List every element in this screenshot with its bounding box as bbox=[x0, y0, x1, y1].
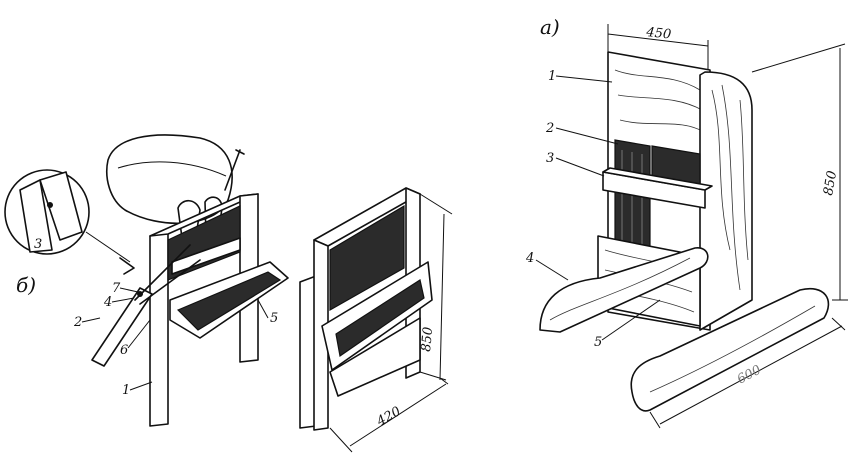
callout-a-5: 5 bbox=[594, 335, 602, 350]
callout-b-5: 5 bbox=[270, 311, 278, 326]
dim-b-depth-text: 420 bbox=[374, 404, 404, 430]
panel-a-drawing: а) 450 850 600 1 2 3 4 5 bbox=[525, 15, 848, 429]
dim-height-text: 850 bbox=[821, 170, 840, 197]
dim-line-b-depth bbox=[329, 377, 449, 453]
callout-a-2: 2 bbox=[545, 121, 554, 136]
foot-right bbox=[630, 287, 830, 412]
callout-b-7: 7 bbox=[112, 281, 121, 296]
front-leg-1 bbox=[149, 229, 169, 427]
arm-2 bbox=[91, 287, 153, 367]
callout-a-1: 1 bbox=[548, 69, 556, 84]
callout-a-4: 4 bbox=[525, 251, 534, 266]
dim-line-width bbox=[607, 24, 709, 70]
dim-b-height-text: 850 bbox=[419, 326, 436, 352]
dim-base-text: 600 bbox=[735, 363, 764, 388]
motor-body bbox=[106, 134, 233, 225]
folded-opening bbox=[329, 204, 405, 312]
front-upright bbox=[699, 71, 753, 331]
detail-circle bbox=[4, 169, 90, 255]
callout-a-3: 3 bbox=[546, 151, 554, 166]
callout-b-2: 2 bbox=[73, 315, 82, 330]
foot-left-4 bbox=[539, 247, 709, 333]
callout-b-3: 3 bbox=[34, 237, 42, 252]
dim-line-base bbox=[649, 317, 846, 429]
dim-width-text: 450 bbox=[645, 25, 672, 43]
dim-line-height bbox=[751, 43, 848, 301]
panel-b-folded-view: 850 420 bbox=[299, 187, 453, 453]
callout-b-4: 4 bbox=[103, 295, 112, 310]
callout-b-1: 1 bbox=[122, 383, 130, 398]
panel-a-label: а) bbox=[540, 15, 560, 39]
panel-b-drawing: б) 3 2 4 7 6 1 5 bbox=[4, 134, 289, 427]
panel-b-label: б) bbox=[16, 273, 36, 297]
callout-b-6: 6 bbox=[120, 343, 128, 358]
